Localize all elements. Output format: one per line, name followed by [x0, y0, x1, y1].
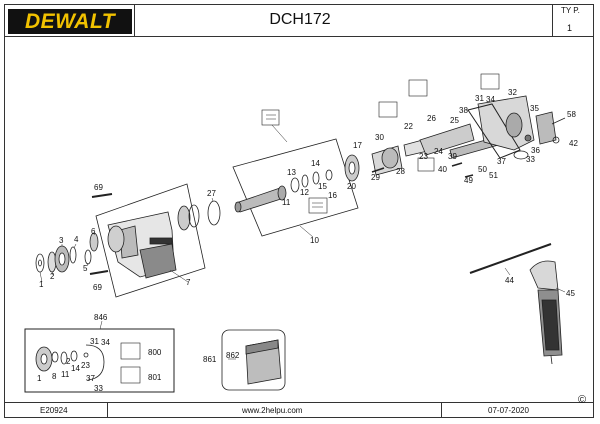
case-862 [245, 339, 282, 385]
callout-33: 33 [526, 155, 535, 164]
callout-40: 40 [438, 165, 447, 174]
kit-callout-801: 801 [148, 373, 162, 382]
brand-logo: DEWALT [8, 9, 132, 34]
callout-4: 4 [74, 235, 79, 244]
grease-tag-800 [261, 109, 288, 143]
callout-30: 30 [375, 133, 384, 142]
kit-callout-31: 31 [90, 337, 99, 346]
front-parts-group [35, 193, 113, 275]
callout-3: 3 [59, 236, 64, 245]
callout-69-bottom: 69 [93, 283, 102, 292]
callout-38: 38 [459, 106, 468, 115]
model-title: DCH172 [269, 11, 331, 28]
copyright-symbol: © [578, 394, 587, 406]
callout-14: 14 [311, 159, 320, 168]
callout-2: 2 [50, 272, 55, 281]
callout-39: 39 [448, 152, 457, 161]
kit-callout-23: 23 [81, 361, 90, 370]
callout-16: 16 [328, 191, 337, 200]
kit-callout-33: 33 [94, 384, 103, 393]
kit-846-box [24, 328, 175, 393]
callout-27: 27 [207, 189, 216, 198]
part-27-ring [207, 200, 221, 226]
callout-32: 32 [508, 88, 517, 97]
callout-15: 15 [318, 182, 327, 191]
grease-tags-right [378, 73, 500, 172]
callout-49: 49 [464, 176, 473, 185]
gearbox-parts-group [344, 95, 566, 182]
kit-callout-11: 11 [61, 370, 70, 379]
kit-846-parts [35, 342, 141, 384]
kit-callout-14: 14 [71, 364, 80, 373]
callout-35: 35 [530, 104, 539, 113]
footer-date: 07-07-2020 [488, 406, 529, 415]
callout-12: 12 [300, 188, 309, 197]
footer-website[interactable]: www.2helpu.com [242, 406, 303, 415]
callout-26: 26 [427, 114, 436, 123]
case-861-box [221, 329, 286, 391]
callout-24: 24 [434, 147, 443, 156]
kit-callout-2: 2 [66, 357, 71, 366]
kit-callout-37: 37 [86, 374, 95, 383]
callout-31: 31 [475, 94, 484, 103]
housing-part-7 [107, 204, 200, 279]
part-10-box [232, 138, 359, 237]
header-type-cell [552, 4, 594, 37]
callout-20: 20 [347, 182, 356, 191]
callout-37: 37 [497, 157, 506, 166]
callout-10: 10 [310, 236, 319, 245]
callout-36: 36 [531, 146, 540, 155]
callout-862: 862 [226, 351, 240, 360]
callout-846: 846 [94, 313, 108, 322]
leader-lines [39, 197, 566, 360]
callout-69-top: 69 [94, 183, 103, 192]
callout-58: 58 [567, 110, 576, 119]
callout-23: 23 [419, 152, 428, 161]
callout-861: 861 [203, 355, 217, 364]
callout-42: 42 [569, 139, 578, 148]
footer-right-cell [441, 402, 594, 418]
callout-50: 50 [478, 165, 487, 174]
callout-44: 44 [505, 276, 514, 285]
callout-22: 22 [404, 122, 413, 131]
callout-5: 5 [83, 264, 88, 273]
callout-25: 25 [450, 116, 459, 125]
kit-callout-1: 1 [37, 374, 42, 383]
callout-6: 6 [91, 227, 96, 236]
callout-7: 7 [186, 278, 191, 287]
callout-17: 17 [353, 141, 362, 150]
grease-tag-801 [308, 197, 328, 214]
type-label: TY P. [561, 6, 580, 15]
callout-29: 29 [371, 173, 380, 182]
depth-rod-part-44 [469, 243, 552, 274]
callout-45: 45 [566, 289, 575, 298]
kit-callout-800: 800 [148, 348, 162, 357]
callout-1: 1 [39, 280, 44, 289]
callout-13: 13 [287, 168, 296, 177]
footer-code: E20924 [40, 406, 68, 415]
callout-51: 51 [489, 171, 498, 180]
part-7-box [95, 183, 206, 298]
type-value: 1 [567, 23, 573, 33]
spindle-part-10 [234, 169, 333, 213]
side-handle-part-45 [529, 260, 563, 365]
callout-28: 28 [396, 167, 405, 176]
callout-34: 34 [486, 95, 495, 104]
kit-callout-8: 8 [52, 372, 57, 381]
kit-callout-34: 34 [101, 338, 110, 347]
callout-11: 11 [282, 198, 291, 207]
